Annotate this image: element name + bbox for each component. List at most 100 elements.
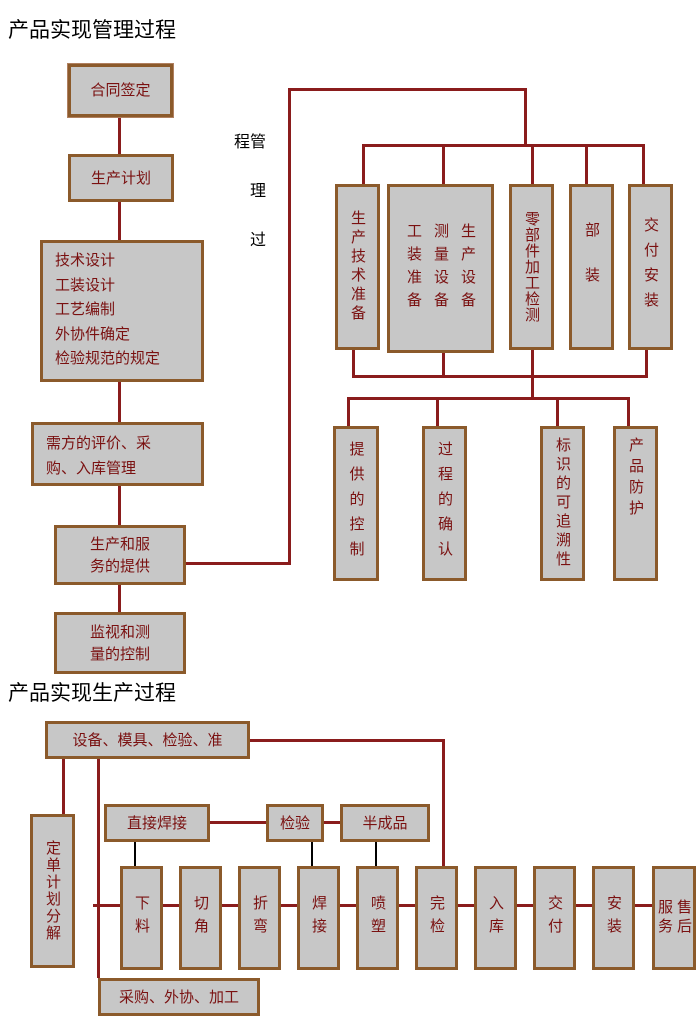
- assembly-box: 部装: [569, 184, 614, 350]
- supply-line: 务的提供: [89, 557, 150, 575]
- step-box: 售后 服务: [652, 866, 696, 970]
- provide-label: 提供的控制: [347, 441, 366, 566]
- step-label: 交付: [546, 895, 564, 941]
- connector-line: [186, 562, 290, 565]
- step-box: 切角: [179, 866, 222, 970]
- trace-label: 标识的可追溯性: [554, 437, 572, 570]
- connector-line: [288, 88, 291, 565]
- contract-label: 合同签定: [90, 81, 151, 100]
- install-box: 交付安装: [628, 184, 673, 350]
- inspect-label: 检验: [279, 813, 310, 832]
- provide-box: 提供的控制: [333, 426, 379, 581]
- step-box: 入库: [474, 866, 517, 970]
- semi-label: 半成品: [362, 813, 408, 832]
- design-line: 工装设计: [55, 275, 116, 294]
- connector-line: [324, 821, 340, 824]
- monitor-line: 监视和测: [89, 622, 150, 641]
- step-box: 折弯: [238, 866, 281, 970]
- connector-line: [347, 397, 350, 426]
- order-label: 定单计划分解: [44, 840, 62, 942]
- connector-line: [556, 397, 559, 426]
- inspect-box: 检验: [266, 804, 324, 842]
- connector-line: [118, 585, 121, 612]
- monitor-line: 量的控制: [89, 645, 150, 663]
- connector-line: [118, 117, 121, 154]
- equipment-col: 工装准备: [405, 222, 423, 315]
- tech-prep-label: 生产技术准备: [349, 210, 367, 324]
- connector-line: [362, 144, 645, 147]
- connector-line: [347, 397, 630, 400]
- trace-box: 标识的可追溯性: [540, 426, 585, 581]
- connector-line: [642, 144, 645, 184]
- step-label: 喷塑: [369, 895, 387, 941]
- weld-direct-label: 直接焊接: [126, 813, 187, 832]
- mgmt-process-title: 产品实现管理过程: [8, 18, 176, 42]
- contract-box: 合同签定: [68, 64, 173, 117]
- assembly-label: 部装: [583, 222, 601, 312]
- step-box: 下料: [120, 866, 163, 970]
- connector-line: [118, 486, 121, 525]
- parts-label: 零部件加工检测: [523, 211, 541, 323]
- connector-line: [62, 759, 65, 814]
- protect-box: 产品防护: [613, 426, 658, 581]
- plan-label: 生产计划: [90, 168, 151, 187]
- connector-line: [97, 759, 100, 978]
- step-box: 焊接: [297, 866, 340, 970]
- step-box: 完检: [415, 866, 458, 970]
- connector-line: [118, 202, 121, 240]
- connector-line: [134, 842, 136, 866]
- confirm-label: 过程的确认: [436, 441, 454, 566]
- step-box: 安装: [592, 866, 635, 970]
- connector-line: [352, 350, 355, 377]
- purchase-box: 采购、外协、加工: [98, 978, 260, 1016]
- step-label: 焊接: [310, 895, 328, 941]
- order-box: 定单计划分解: [30, 814, 75, 968]
- design-line: 技术设计: [55, 251, 116, 269]
- design-line: 外协件确定: [55, 324, 131, 343]
- side-label: 管理过程: [231, 133, 266, 280]
- equipment-label: 设备、模具、检验、准: [72, 730, 223, 749]
- weld-direct-box: 直接焊接: [104, 804, 210, 842]
- supply-line: 生产和服: [89, 534, 150, 553]
- parts-box: 零部件加工检测: [509, 184, 554, 350]
- connector-line: [627, 397, 630, 426]
- equipment-col: 生产设备: [459, 222, 477, 315]
- design-line: 工艺编制: [55, 300, 116, 318]
- tech-prep-box: 生产技术准备: [335, 184, 380, 350]
- step-label: 售后: [675, 899, 693, 937]
- step-box: 喷塑: [356, 866, 399, 970]
- confirm-box: 过程的确认: [422, 426, 467, 581]
- step-label: 完检: [428, 895, 446, 941]
- connector-line: [531, 144, 534, 184]
- connector-line: [210, 821, 266, 824]
- design-line: 检验规范的规定: [55, 349, 161, 367]
- install-label: 交付安装: [642, 217, 660, 317]
- connector-line: [531, 350, 534, 400]
- connector-line: [645, 350, 648, 377]
- plan-box: 生产计划: [68, 154, 174, 202]
- monitor-box: 监视和测 量的控制: [54, 612, 186, 674]
- connector-line: [442, 144, 445, 184]
- step-label-part: 服务: [656, 899, 674, 937]
- purchase-label: 采购、外协、加工: [118, 987, 239, 1006]
- connector-line: [352, 375, 648, 378]
- supply-box: 生产和服 务的提供: [54, 525, 186, 585]
- equipment-box: 设备、模具、检验、准: [45, 721, 250, 759]
- demand-line: 需方的评价、采: [46, 434, 152, 452]
- equipment-prep-box: 生产设备 测量设备 工装准备: [387, 184, 494, 353]
- design-box: 技术设计 工装设计 工艺编制 外协件确定 检验规范的规定: [40, 240, 204, 382]
- connector-line: [585, 144, 588, 184]
- connector-line: [442, 739, 445, 866]
- connector-line: [524, 88, 527, 146]
- semi-box: 半成品: [340, 804, 430, 842]
- protect-label: 产品防护: [627, 437, 645, 521]
- connector-line: [288, 88, 526, 91]
- connector-line: [436, 397, 439, 426]
- demand-line: 购、入库管理: [46, 459, 137, 477]
- step-box: 交付: [533, 866, 576, 970]
- connector-line: [118, 382, 121, 422]
- connector-line: [375, 842, 377, 866]
- demand-box: 需方的评价、采 购、入库管理: [31, 422, 204, 486]
- connector-line: [442, 353, 445, 377]
- step-label: 入库: [487, 895, 505, 941]
